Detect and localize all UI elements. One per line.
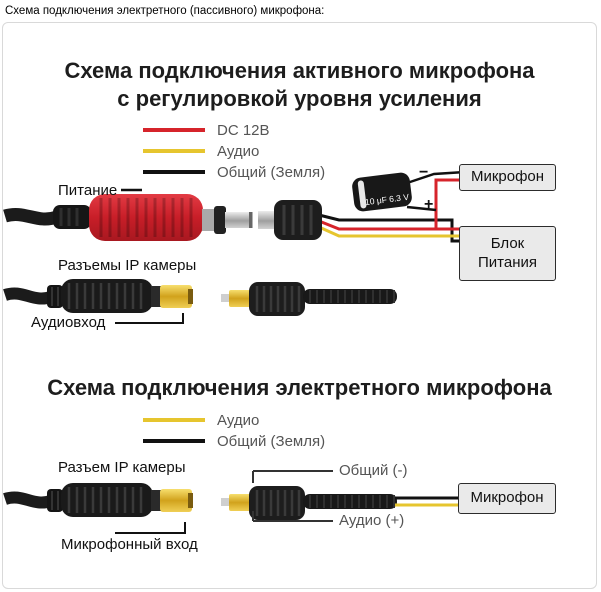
section1-title-line2: с регулировкой уровня усиления [117, 86, 482, 111]
legend-swatch-black [143, 170, 205, 174]
legend-label-dc12v: DC 12В [217, 121, 270, 139]
diagram-graphics [3, 170, 466, 534]
legend2-swatch-black [143, 439, 205, 443]
legend-item-audio: Аудио [143, 142, 260, 160]
legend-label-ground: Общий (Земля) [217, 163, 326, 181]
diagram-card: Схема подключения активного микрофона с … [2, 22, 597, 589]
legend2-label-audio: Аудио [217, 411, 260, 429]
microphone-box-2: Микрофон [458, 483, 556, 514]
section1-wires [318, 170, 466, 243]
dc-jack [258, 200, 322, 240]
power-supply-box-line1: Блок [490, 234, 525, 252]
common-wire-label: Общий (-) [339, 462, 408, 479]
leader-lines-1 [115, 188, 184, 324]
section2-title: Схема подключения электретного микрофона [47, 375, 552, 400]
legend-swatch-yellow [143, 149, 205, 153]
audio-input-label: Аудиовход [31, 314, 106, 331]
rca-plug-2 [221, 486, 397, 520]
legend-swatch-red [143, 128, 205, 132]
legend2-swatch-yellow [143, 418, 205, 422]
camera-audio-pigtail-2 [3, 483, 193, 517]
section2-wires [395, 496, 465, 507]
capacitor: 10 μF 6.3 V [351, 171, 413, 213]
legend-item-ground: Общий (Земля) [143, 163, 326, 181]
page-caption: Схема подключения электретного (пассивно… [5, 5, 325, 17]
leader-lines-2 [115, 470, 333, 534]
capacitor-minus-mark: − [419, 164, 429, 181]
legend-label-audio: Аудио [217, 142, 260, 160]
legend2-item-audio: Аудио [143, 411, 260, 429]
audio-wire-label: Аудио (+) [339, 512, 405, 529]
microphone-box: Микрофон [459, 164, 556, 191]
capacitor-plus-mark: + [424, 196, 434, 213]
power-supply-box: Блок Питания [459, 226, 556, 281]
legend2-label-ground: Общий (Земля) [217, 432, 326, 450]
rca-plug [221, 282, 397, 316]
power-supply-box-line2: Питания [478, 253, 537, 271]
legend-item-dc12v: DC 12В [143, 121, 270, 139]
legend2-item-ground: Общий (Земля) [143, 432, 326, 450]
power-plug [3, 194, 253, 241]
camera-connector-label: Разъем IP камеры [58, 459, 186, 476]
power-label: Питание [58, 182, 118, 199]
camera-audio-pigtail [3, 279, 193, 313]
section1-title-line1: Схема подключения активного микрофона [64, 58, 535, 83]
mic-input-label: Микрофонный вход [61, 536, 198, 553]
camera-connectors-label: Разъемы IP камеры [58, 257, 197, 274]
